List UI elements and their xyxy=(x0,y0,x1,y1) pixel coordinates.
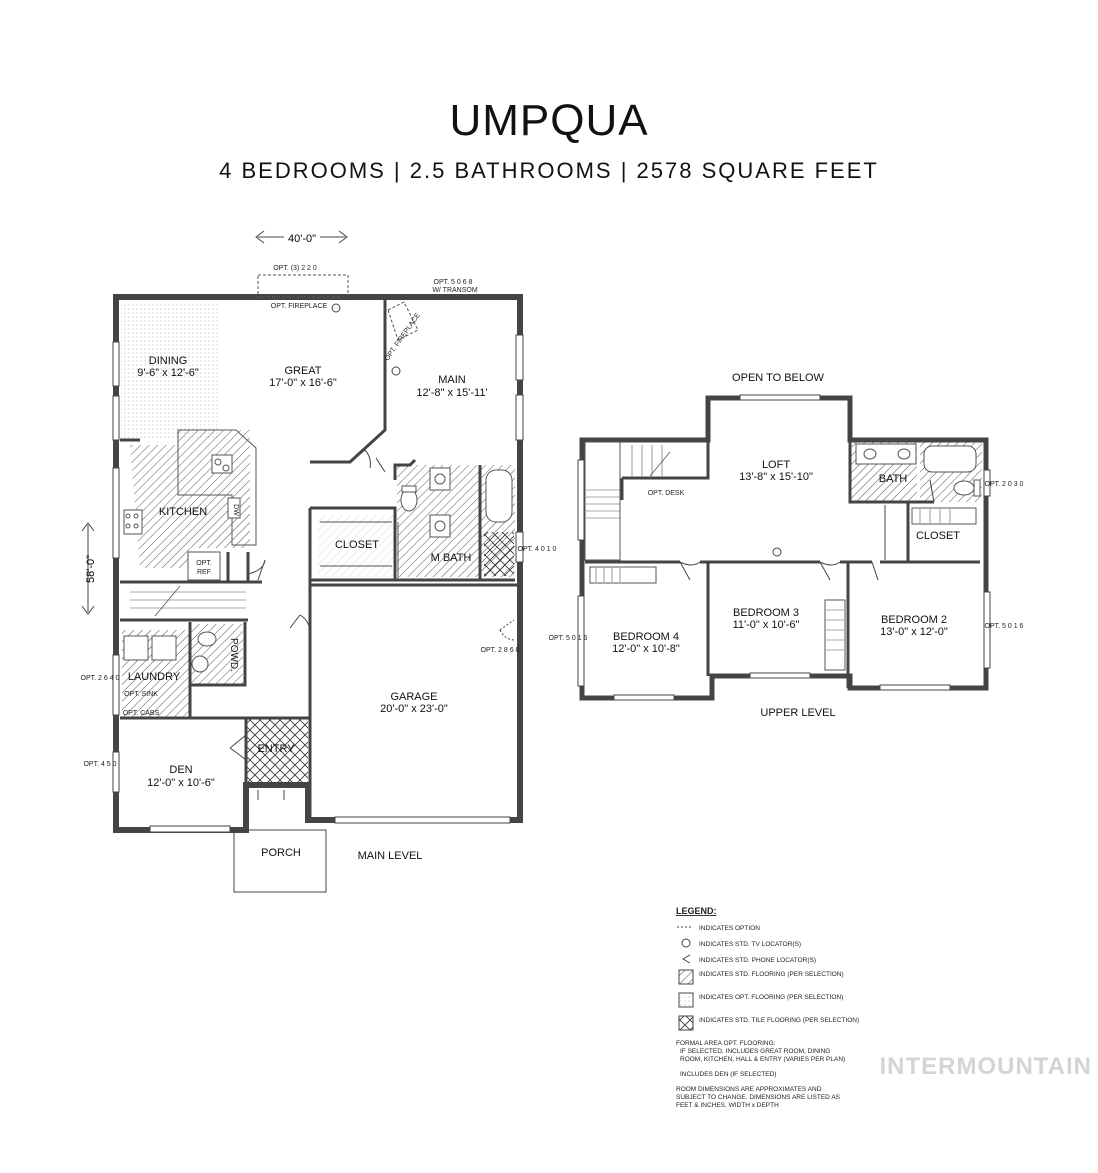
kitchen-label: KITCHEN xyxy=(159,506,207,518)
bedroom2-label: BEDROOM 2 xyxy=(881,614,947,626)
opt-transom-note-2: W/ TRANSOM xyxy=(432,287,478,294)
tv-icon xyxy=(681,938,691,948)
opt-4010-note: OPT. 4 0 1 0 xyxy=(518,546,557,553)
width-dimension: 40'-0" xyxy=(255,229,348,245)
bedroom3-label: BEDROOM 3 xyxy=(733,607,799,619)
main-fixtures xyxy=(123,274,513,673)
garage-label: GARAGE xyxy=(390,691,437,703)
upper-interior-walls xyxy=(585,440,980,688)
upper-bath-label: BATH xyxy=(879,473,908,485)
upper-level-plan: OPEN TO BELOW LOFT 13'-8" x 15'-10" BATH… xyxy=(549,372,1024,719)
laundry-label: LAUNDRY xyxy=(128,671,181,683)
mbath-tile xyxy=(484,532,514,576)
closet-label: CLOSET xyxy=(335,539,379,551)
upper-doors xyxy=(679,479,935,581)
main-doors xyxy=(229,449,516,800)
legend-item-text: INDICATES STD. TILE FLOORING (PER SELECT… xyxy=(699,1017,859,1024)
garage-size: 20'-0" x 23'-0" xyxy=(380,703,448,715)
legend-item-text: INDICATES STD. FLOORING (PER SELECTION) xyxy=(699,971,844,978)
loft-size: 13'-8" x 15'-10" xyxy=(739,471,813,483)
opt-2030-note: OPT. 2 0 3 0 xyxy=(985,481,1024,488)
legend-item-text: INDICATES STD. PHONE LOCATOR(S) xyxy=(699,957,816,964)
den-label: DEN xyxy=(169,764,192,776)
tv-icon xyxy=(772,547,782,557)
legend-note-1: FORMAL AREA OPT. FLOORING: xyxy=(676,1040,776,1047)
upper-closet-label: CLOSET xyxy=(916,530,960,542)
opt-5016-right-note: OPT. 5 0 1 6 xyxy=(985,623,1024,630)
powder-label: POWD. xyxy=(228,638,239,672)
bedroom2-size: 13'-0" x 12'-0" xyxy=(880,626,948,638)
upper-fixtures xyxy=(584,441,981,671)
width-dim-label: 40'-0" xyxy=(288,233,316,245)
dining-opt-flooring xyxy=(121,302,218,440)
legend-note-3c: FEET & INCHES, WIDTH x DEPTH xyxy=(676,1102,779,1109)
depth-dim-label: 58'-0" xyxy=(85,555,97,583)
closet-floor xyxy=(318,515,393,577)
legend-item-text: INDICATES OPTION xyxy=(699,925,760,932)
depth-dimension: 58'-0" xyxy=(81,522,97,615)
watermark: INTERMOUNTAIN xyxy=(879,1053,1092,1080)
legend-note-2: INCLUDES DEN (IF SELECTED) xyxy=(680,1071,776,1078)
plan-subtitle: 4 BEDROOMS | 2.5 BATHROOMS | 2578 SQUARE… xyxy=(219,158,879,183)
dot-swatch xyxy=(678,992,694,1008)
opt-transom-note: OPT. 5 0 6 8 xyxy=(434,279,473,286)
main-level-label: MAIN LEVEL xyxy=(358,850,423,862)
opt-4050-note: OPT. 4 5 0 xyxy=(83,761,116,768)
entry-tile xyxy=(246,719,308,787)
main-level-plan: 40'-0" 58'-0" xyxy=(81,229,557,893)
main-bedroom-label: MAIN xyxy=(438,374,466,386)
porch-outline xyxy=(233,829,327,893)
opt-desk-note: OPT. DESK xyxy=(648,490,685,497)
main-interior-walls xyxy=(120,300,520,820)
hatch-swatch xyxy=(678,969,694,985)
legend-note-1b: IF SELECTED, INCLUDES GREAT ROOM, DINING xyxy=(680,1048,830,1055)
upper-windows xyxy=(577,394,991,701)
phone-icon xyxy=(681,954,691,964)
dining-label: DINING xyxy=(149,355,188,367)
mbath-label: M BATH xyxy=(431,552,472,564)
legend: LEGEND: INDICATES OPTION INDICATES STD. … xyxy=(676,906,859,1109)
opt-ref-note-2: REF xyxy=(197,569,211,576)
tile-swatch xyxy=(678,1015,694,1031)
powder-flooring xyxy=(191,624,243,684)
legend-title: LEGEND: xyxy=(676,906,717,916)
entry-label: ENTRY xyxy=(257,743,295,755)
open-to-below-label: OPEN TO BELOW xyxy=(732,372,825,384)
bedroom4-label: BEDROOM 4 xyxy=(613,631,679,643)
legend-item-text: INDICATES STD. TV LOCATOR(S) xyxy=(699,941,801,948)
legend-item-text: INDICATES OPT. FLOORING (PER SELECTION) xyxy=(699,994,843,1001)
bedroom3-size: 11'-0" x 10'-6" xyxy=(733,619,800,631)
loft-label: LOFT xyxy=(762,459,790,471)
porch-label: PORCH xyxy=(261,847,301,859)
opt-sink-note: OPT. SINK xyxy=(124,691,158,698)
legend-note-1c: ROOM, KITCHEN, HALL & ENTRY (VARIES PER … xyxy=(680,1056,845,1063)
opt-2868-note: OPT. 2 8 6 8 xyxy=(481,647,520,654)
opt-cabs-note: OPT. CABS xyxy=(123,710,160,717)
upper-level-label: UPPER LEVEL xyxy=(760,707,835,719)
dining-size: 9'-6" x 12'-6" xyxy=(137,367,199,379)
legend-note-3b: SUBJECT TO CHANGE. DIMENSIONS ARE LISTED… xyxy=(676,1094,841,1101)
legend-note-3: ROOM DIMENSIONS ARE APPROXIMATES AND xyxy=(676,1086,822,1093)
den-size: 12'-0" x 10'-6" xyxy=(147,777,215,789)
dw-note: DW xyxy=(232,504,239,516)
tv-icon xyxy=(331,303,401,376)
plan-title: UMPQUA xyxy=(449,96,649,145)
upper-exterior-wall xyxy=(579,395,989,701)
great-size: 17'-0" x 16'-6" xyxy=(269,377,337,389)
opt-5016-left-note: OPT. 5 0 1 6 xyxy=(549,635,588,642)
opt-ref-note: OPT. xyxy=(196,560,212,567)
opt-fireplace-note: OPT. FIREPLACE xyxy=(271,303,328,310)
great-label: GREAT xyxy=(284,365,321,377)
main-windows xyxy=(112,334,524,833)
opt-windows-note: OPT. (3) 2 2 0 xyxy=(273,265,317,272)
opt-fireplace-note-2: OPT. FIREPLACE xyxy=(384,312,422,362)
opt-2640-note: OPT. 2 6 4 0 xyxy=(81,675,120,682)
bedroom4-size: 12'-0" x 10'-8" xyxy=(612,643,680,655)
main-bedroom-size: 12'-8" x 15'-11' xyxy=(416,387,487,399)
